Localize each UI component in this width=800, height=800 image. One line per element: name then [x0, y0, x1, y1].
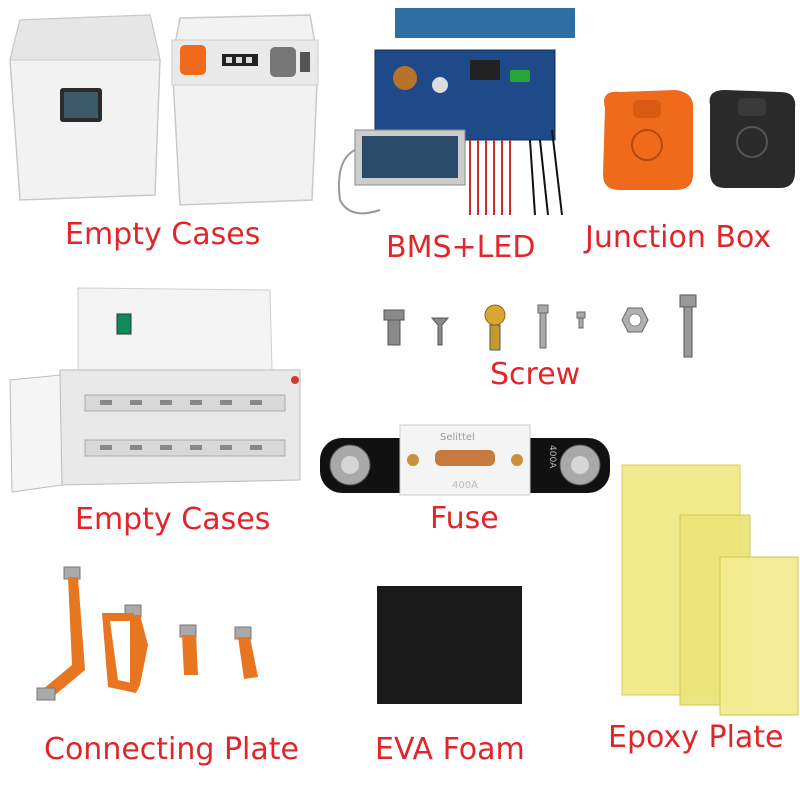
battery-case-icon	[9, 14, 319, 206]
product-bms-led: BMS+LED	[320, 0, 590, 270]
battery-case-icon	[9, 287, 301, 493]
product-eva-foam: EVA Foam	[365, 580, 565, 770]
label-connecting-plate: Connecting Plate	[44, 732, 299, 767]
label-junction-box: Junction Box	[585, 220, 772, 255]
product-fuse: Selittel 400A 400A Fuse	[315, 420, 615, 540]
product-junction-box: Junction Box	[585, 80, 800, 260]
screw-icon	[383, 294, 697, 358]
label-fuse: Fuse	[430, 501, 499, 536]
fuse-brand: Selittel	[440, 432, 475, 443]
fuse-rating-side: 400A	[547, 445, 557, 469]
fuse-icon: Selittel 400A 400A	[320, 424, 610, 496]
product-epoxy-plate: Epoxy Plate	[600, 460, 800, 760]
eva-foam-sheet-icon	[377, 586, 522, 704]
label-eva-foam: EVA Foam	[375, 732, 525, 767]
label-empty-cases-1: Empty Cases	[65, 217, 261, 252]
label-screw: Screw	[490, 357, 581, 392]
label-epoxy-plate: Epoxy Plate	[608, 720, 784, 755]
copper-busbar-icon	[36, 566, 258, 701]
product-empty-cases-top: Empty Cases	[0, 0, 330, 260]
fuse-rating-front: 400A	[452, 480, 478, 491]
product-connecting-plate: Connecting Plate	[30, 555, 330, 770]
junction-box-icon	[603, 90, 796, 190]
epoxy-plate-icon	[621, 464, 799, 716]
label-empty-cases-2: Empty Cases	[75, 502, 271, 537]
bms-board-icon	[338, 8, 575, 216]
lcd-screen-icon	[362, 136, 458, 178]
label-bms-led: BMS+LED	[386, 230, 536, 265]
product-screw: Screw	[370, 290, 710, 400]
product-empty-cases-open: Empty Cases	[0, 280, 320, 540]
